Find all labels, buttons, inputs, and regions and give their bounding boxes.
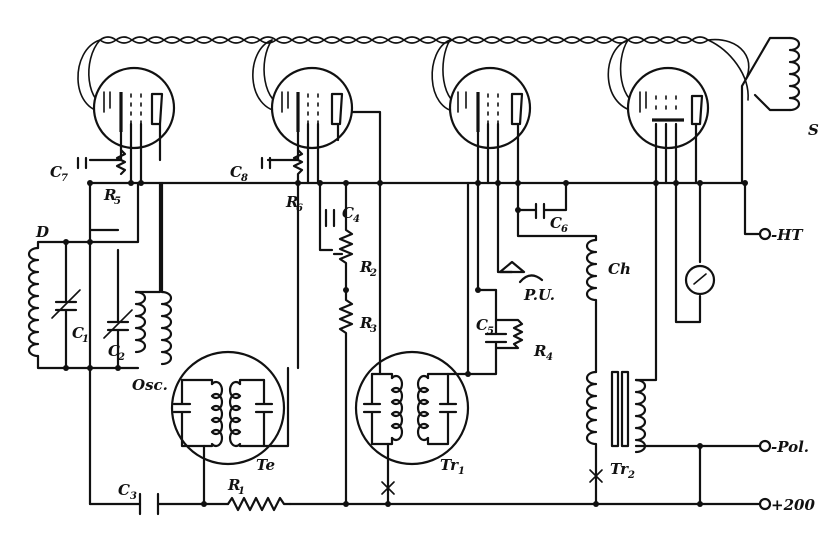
label-C1-sub: 1 bbox=[82, 334, 89, 345]
capacitor-C3: C 3 bbox=[118, 481, 160, 516]
label-C5-sub: 5 bbox=[487, 326, 494, 337]
capacitor-C7: C 7 bbox=[50, 156, 123, 184]
label-Pol: -Pol. bbox=[771, 438, 809, 456]
label-C8-sub: 8 bbox=[241, 173, 248, 184]
label-Tr1: Tr bbox=[440, 456, 459, 474]
speaker-coil: S bbox=[740, 36, 819, 185]
label-C1: C bbox=[72, 324, 84, 342]
label-R2: R bbox=[359, 258, 372, 276]
tube-4 bbox=[626, 66, 710, 185]
label-Ch: Ch bbox=[608, 260, 631, 278]
potentiometer-R2: R 2 bbox=[332, 181, 377, 292]
capacitor-C6: C 6 bbox=[516, 181, 568, 235]
label-R3-sub: 3 bbox=[370, 324, 377, 335]
label-R5: R bbox=[103, 186, 116, 204]
label-R4-sub: 4 bbox=[546, 352, 553, 363]
resistor-R4: R 4 bbox=[494, 318, 553, 363]
terminal-pol: -Pol. bbox=[758, 438, 809, 456]
label-R2-sub: 2 bbox=[369, 268, 377, 279]
label-R1-sub: 1 bbox=[238, 486, 245, 497]
label-C2: C bbox=[108, 342, 120, 360]
terminal-ht: -HT bbox=[758, 226, 804, 244]
label-Tr2: Tr bbox=[610, 460, 629, 478]
tube-1 bbox=[92, 66, 176, 185]
label-D: D bbox=[35, 223, 49, 241]
label-C8: C bbox=[230, 163, 242, 181]
label-R3: R bbox=[359, 314, 372, 332]
label-C7: C bbox=[50, 163, 62, 181]
capacitor-C5: C 5 bbox=[466, 288, 508, 376]
transformer-Te: Te bbox=[170, 350, 290, 506]
choke-Ch: Ch bbox=[516, 208, 631, 506]
label-Tr2-sub: 2 bbox=[627, 470, 635, 481]
label-C3: C bbox=[118, 481, 130, 499]
label-R1: R bbox=[227, 476, 240, 494]
resistor-R3: R 3 bbox=[338, 288, 377, 506]
label-plus200: +200 bbox=[771, 496, 815, 514]
label-S: S bbox=[808, 121, 819, 139]
junction-dots bbox=[63, 180, 748, 507]
pickup-jack: P.U. bbox=[476, 181, 555, 304]
label-R6: R bbox=[285, 193, 298, 211]
variable-capacitor-C2: C 2 bbox=[103, 248, 133, 370]
resistor-R1: R 1 bbox=[226, 476, 292, 512]
label-Tr1-sub: 1 bbox=[458, 466, 465, 477]
label-C3-sub: 3 bbox=[130, 491, 137, 502]
label-HT: -HT bbox=[771, 226, 804, 244]
label-R4: R bbox=[533, 342, 546, 360]
tube-3 bbox=[448, 66, 532, 185]
variable-capacitor-C1: C 1 bbox=[51, 240, 89, 370]
terminal-plus200: +200 bbox=[758, 496, 815, 514]
label-C6-sub: 6 bbox=[561, 224, 568, 235]
label-Te: Te bbox=[256, 456, 275, 474]
label-C2-sub: 2 bbox=[117, 352, 125, 363]
meter bbox=[674, 181, 716, 506]
tube-2 bbox=[270, 66, 382, 185]
oscillator-coil: Osc. bbox=[132, 181, 173, 394]
transformer-Tr1: Tr 1 bbox=[354, 181, 470, 506]
label-C5: C bbox=[476, 316, 488, 334]
resistor-R5: R 5 bbox=[103, 148, 127, 207]
resistor-R6: R 6 bbox=[285, 148, 304, 370]
capacitor-C8: C 8 bbox=[230, 156, 300, 184]
transformer-Tr2: Tr 2 bbox=[610, 181, 702, 481]
ht-lead bbox=[743, 181, 762, 236]
label-Osc: Osc. bbox=[132, 376, 168, 394]
label-C7-sub: 7 bbox=[61, 173, 68, 184]
label-R5-sub: 5 bbox=[114, 196, 121, 207]
label-C6: C bbox=[550, 214, 562, 232]
label-PU: P.U. bbox=[523, 286, 555, 304]
label-C4-sub: 4 bbox=[353, 214, 360, 225]
label-R6-sub: 6 bbox=[296, 203, 303, 214]
